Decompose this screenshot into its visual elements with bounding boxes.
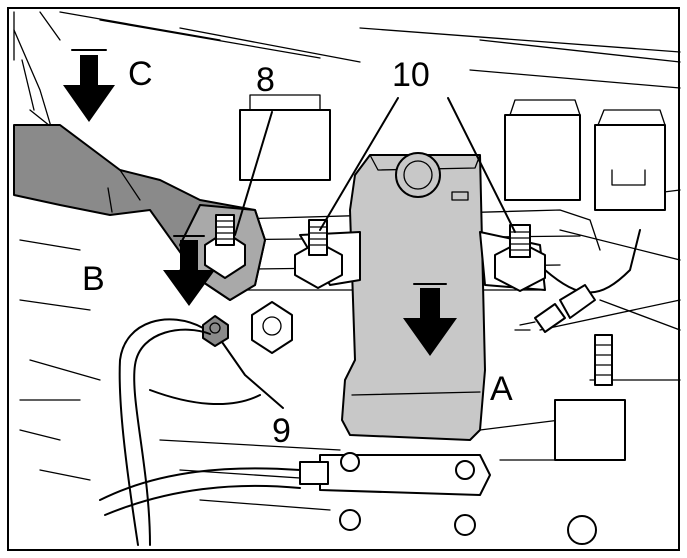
callout-a: A — [490, 370, 513, 408]
callout-8: 8 — [256, 61, 275, 99]
lower-strap — [99, 399, 626, 545]
terminal-stud-8 — [204, 214, 246, 279]
down-arrow-icon — [403, 283, 457, 356]
ground-wire — [118, 318, 204, 546]
down-arrow-icon — [63, 49, 115, 122]
ground-bolt-9 — [202, 315, 229, 347]
leader-lines — [221, 97, 516, 409]
nut-large — [251, 301, 293, 354]
wiring-harness — [514, 229, 641, 386]
terminal-stud-10a — [294, 219, 343, 289]
down-arrow-icon — [163, 235, 215, 306]
callout-b: B — [82, 260, 105, 298]
callout-c: C — [128, 55, 153, 93]
junction-cover — [341, 152, 486, 441]
callout-10: 10 — [392, 56, 430, 94]
fuse-blocks — [239, 94, 666, 211]
callout-9: 9 — [272, 412, 291, 450]
